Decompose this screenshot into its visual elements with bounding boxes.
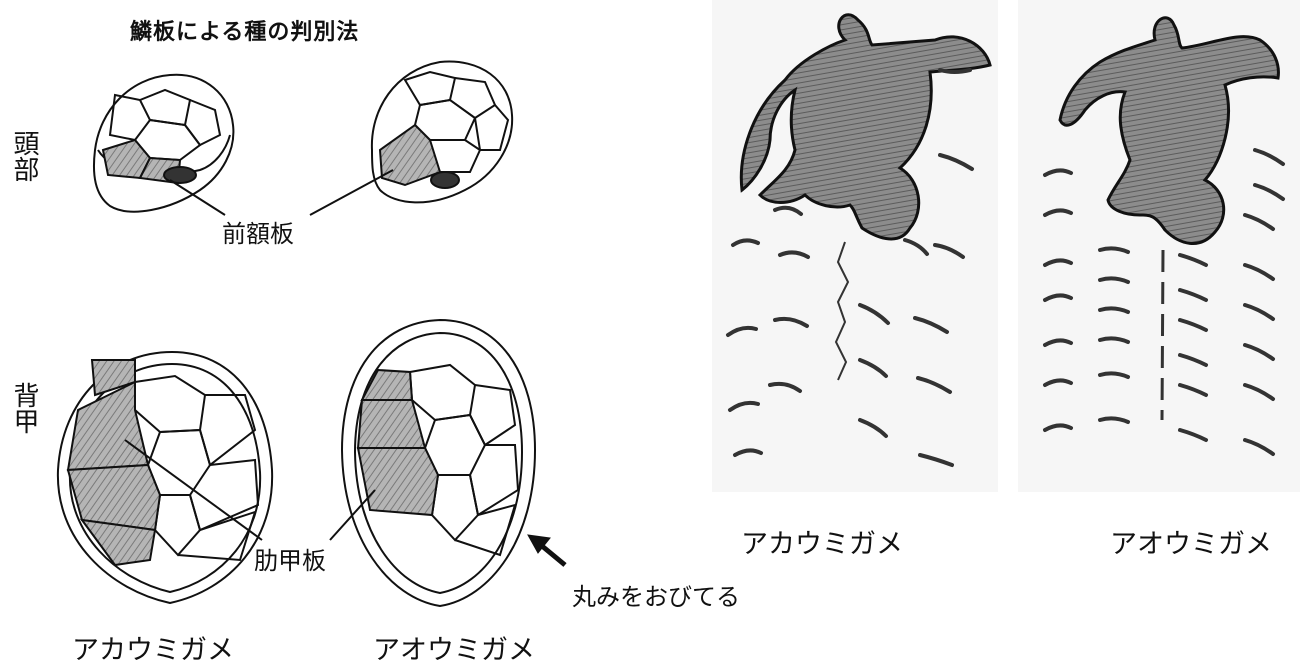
row-label-head: 頭部 (8, 130, 38, 182)
left-caption-loggerhead: アカウミガメ (72, 628, 234, 667)
green-head-drawing (310, 62, 512, 215)
green-track-drawing (1060, 18, 1278, 244)
costal-label: 肋甲板 (254, 541, 326, 576)
rounded-edge-arrow (528, 535, 565, 565)
loggerhead-track-drawing (741, 15, 990, 239)
right-caption-green: アオウミガメ (1110, 522, 1272, 561)
loggerhead-tail-drag (836, 242, 848, 380)
prefrontal-label: 前額板 (222, 214, 294, 249)
page-title: 鱗板による種の判別法 (130, 14, 359, 46)
green-tail-drag (1162, 250, 1163, 420)
row-label-carapace: 背甲 (8, 382, 38, 434)
right-caption-loggerhead: アカウミガメ (741, 522, 903, 561)
loggerhead-head-drawing (94, 75, 233, 215)
left-caption-green: アオウミガメ (373, 628, 535, 667)
loggerhead-carapace-drawing (58, 352, 272, 603)
green-carapace-drawing (330, 320, 535, 606)
rounded-label: 丸みをおびてる (572, 577, 740, 612)
